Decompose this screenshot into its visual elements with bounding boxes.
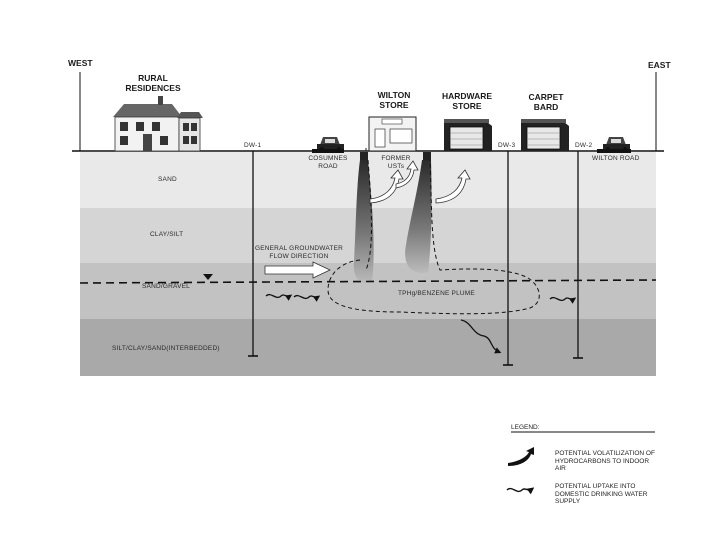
west-label: WEST <box>68 58 93 68</box>
uptake-squiggle-west-1 <box>265 293 293 301</box>
cosumnes-road-segment <box>312 149 344 153</box>
layer-sand-label: SAND <box>158 176 177 183</box>
groundwater-flow-arrow <box>264 261 331 279</box>
water-table-symbol <box>203 274 213 280</box>
layer-sand-gravel-label: SAND/GRAVEL <box>142 283 190 290</box>
uptake-squiggle-east <box>549 296 577 304</box>
dw-1-label: DW-1 <box>244 142 262 149</box>
legend-volatilization-text: POTENTIAL VOLATILIZATION OF HYDROCARBONS… <box>555 450 655 472</box>
layer-clay-silt-label: CLAY/SILT <box>150 231 184 238</box>
water-table-line <box>79 279 657 284</box>
well-dw-3 <box>503 151 513 366</box>
hardware-store-label: HARDWARE STORE <box>441 91 493 111</box>
volatilization-arrow-2 <box>395 160 419 189</box>
former-ust-right <box>423 152 431 162</box>
plume-column-left <box>353 160 374 284</box>
uptake-squiggle-west-2 <box>293 294 321 302</box>
car-cosumnes <box>317 137 344 151</box>
flow-direction-label: GENERAL GROUNDWATER FLOW DIRECTION <box>254 245 344 260</box>
well-dw-2 <box>573 151 583 359</box>
plume-label: TPHg/BENZENE PLUME <box>398 290 475 297</box>
building-wilton-store <box>365 116 417 152</box>
uptake-squiggle-down <box>460 319 502 354</box>
east-label: EAST <box>648 60 671 70</box>
wilton-road-label: WILTON ROAD <box>592 155 640 162</box>
dw-2-label: DW-2 <box>575 142 593 149</box>
rural-residences-label: RURAL RESIDENCES <box>125 73 181 93</box>
building-hardware-store <box>444 119 492 151</box>
former-ust-label: FORMER USTs <box>381 155 411 170</box>
legend-title: LEGEND: <box>511 424 540 431</box>
tphg-benzene-plume-outline <box>327 159 540 315</box>
legend-uptake-text: POTENTIAL UPTAKE INTO DOMESTIC DRINKING … <box>555 483 648 505</box>
house-rural-residences <box>113 96 203 152</box>
layer-interbedded-label: SILT/CLAY/SAND(INTERBEDDED) <box>112 345 220 352</box>
dw-3-label: DW-3 <box>498 142 516 149</box>
legend-volatilization-arrow-icon <box>508 447 534 466</box>
layer-interbedded <box>80 319 656 376</box>
building-carpet-bard <box>521 119 569 151</box>
volatilization-arrow-3 <box>435 169 471 204</box>
well-dw-1 <box>248 151 258 357</box>
legend-uptake-squiggle-icon <box>506 487 535 495</box>
former-ust-left <box>360 152 368 162</box>
plume-column-right <box>405 160 432 273</box>
cosumnes-road-label: COSUMNES ROAD <box>308 155 348 170</box>
wilton-road-segment <box>597 149 631 153</box>
wilton-store-label: WILTON STORE <box>377 90 411 110</box>
carpet-bard-label: CARPET BARD <box>528 92 564 112</box>
car-wilton-road <box>603 137 630 151</box>
